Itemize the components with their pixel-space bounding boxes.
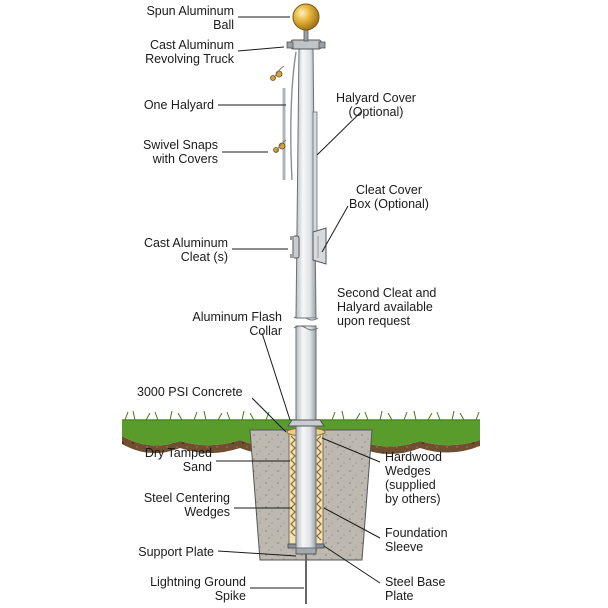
label-support-plate: Support Plate <box>138 545 214 559</box>
label-steel-centering-wedges: Steel Centering Wedges <box>143 491 230 519</box>
label-lightning-ground-spike: Lightning Ground Spike <box>150 575 246 603</box>
label-hardwood-wedges: Hardwood Wedges (supplied by others) <box>385 450 442 506</box>
label-steel-base-plate: Steel Base Plate <box>385 575 446 603</box>
spun-aluminum-ball <box>292 3 320 31</box>
leader-lines <box>216 16 381 589</box>
label-cleat-cover-box: Cleat Cover Box (Optional) <box>349 183 429 211</box>
label-swivel-snaps: Swivel Snaps with Covers <box>142 138 218 166</box>
label-cast-aluminum-revolving-truck: Cast Aluminum Revolving Truck <box>145 38 234 66</box>
label-concrete: 3000 PSI Concrete <box>137 385 243 399</box>
label-dry-tamped-sand: Dry Tamped Sand <box>144 446 212 474</box>
cleat-cover-box <box>312 227 327 265</box>
label-cast-aluminum-cleats: Cast Aluminum Cleat (s) <box>143 236 228 264</box>
label-aluminum-flash-collar: Aluminum Flash Collar <box>192 310 282 338</box>
swivel-snaps <box>270 65 287 153</box>
pole-lower <box>295 325 317 549</box>
cast-cleat <box>290 235 300 259</box>
label-spun-aluminum-ball: Spun Aluminum Ball <box>146 4 234 32</box>
revolving-truck <box>286 29 326 50</box>
label-second-cleat-halyard: Second Cleat and Halyard available upon … <box>337 286 437 328</box>
label-halyard-cover: Halyard Cover (Optional) <box>336 91 416 119</box>
label-one-halyard: One Halyard <box>143 98 214 112</box>
support-plate <box>295 547 317 555</box>
label-foundation-sleeve: Foundation Sleeve <box>385 526 448 554</box>
wedges <box>290 435 322 541</box>
flash-collar <box>287 419 325 427</box>
halyard-rope <box>290 51 297 181</box>
grass-blades <box>124 410 480 421</box>
